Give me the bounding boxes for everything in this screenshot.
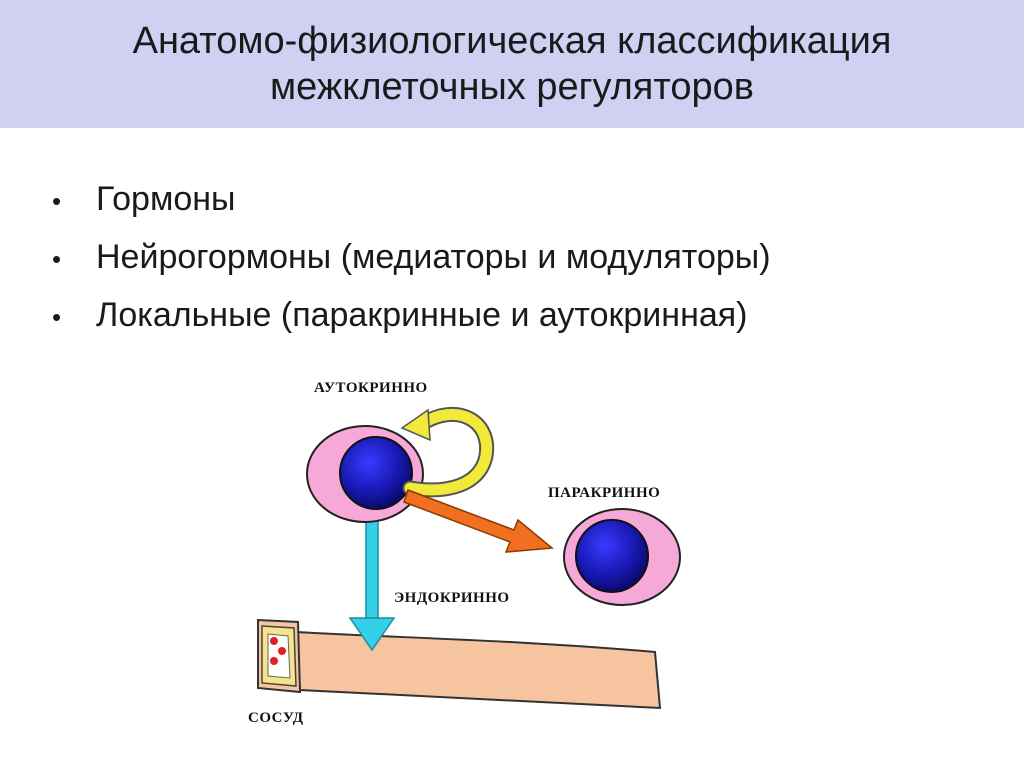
source-cell [306,425,424,523]
bullet-text: Нейрогормоны (медиаторы и модуляторы) [96,238,771,276]
target-cell [563,508,681,606]
blood-cell [270,657,278,665]
vessel-inner [267,633,291,679]
blood-cell [270,637,278,645]
bullet-item-hormones: • Гормоны [52,180,771,238]
bullet-dot: • [52,244,62,274]
label-paracrine: ПАРАКРИННО [548,485,660,501]
bullet-dot: • [52,302,62,332]
bullet-list: • Гормоны • Нейрогормоны (медиаторы и мо… [52,180,771,354]
label-endocrine: ЭНДОКРИННО [394,590,510,606]
endocrine-arrow [348,514,396,652]
autocrine-arrow [400,406,495,498]
bullet-item-neurohormones: • Нейрогормоны (медиаторы и модуляторы) [52,238,771,296]
title-banner: Анатомо-физиологическая классификация ме… [0,0,1024,128]
bullet-text: Локальные (паракринные и аутокринная) [96,296,748,334]
slide-title-line-1: Анатомо-физиологическая классификация [132,20,892,62]
blood-cell [278,647,286,655]
blood-vessel [257,618,662,710]
vessel-body [294,630,662,710]
bullet-dot: • [52,186,62,216]
label-autocrine: АУТОКРИННО [314,380,428,396]
paracrine-arrow [403,489,554,553]
slide-title-line-2: межклеточных регуляторов [270,66,754,108]
bullet-item-local: • Локальные (паракринные и аутокринная) [52,296,771,354]
cell-nucleus [339,436,413,510]
cell-nucleus [575,519,649,593]
bullet-text: Гормоны [96,180,236,218]
label-vessel: СОСУД [248,710,304,726]
